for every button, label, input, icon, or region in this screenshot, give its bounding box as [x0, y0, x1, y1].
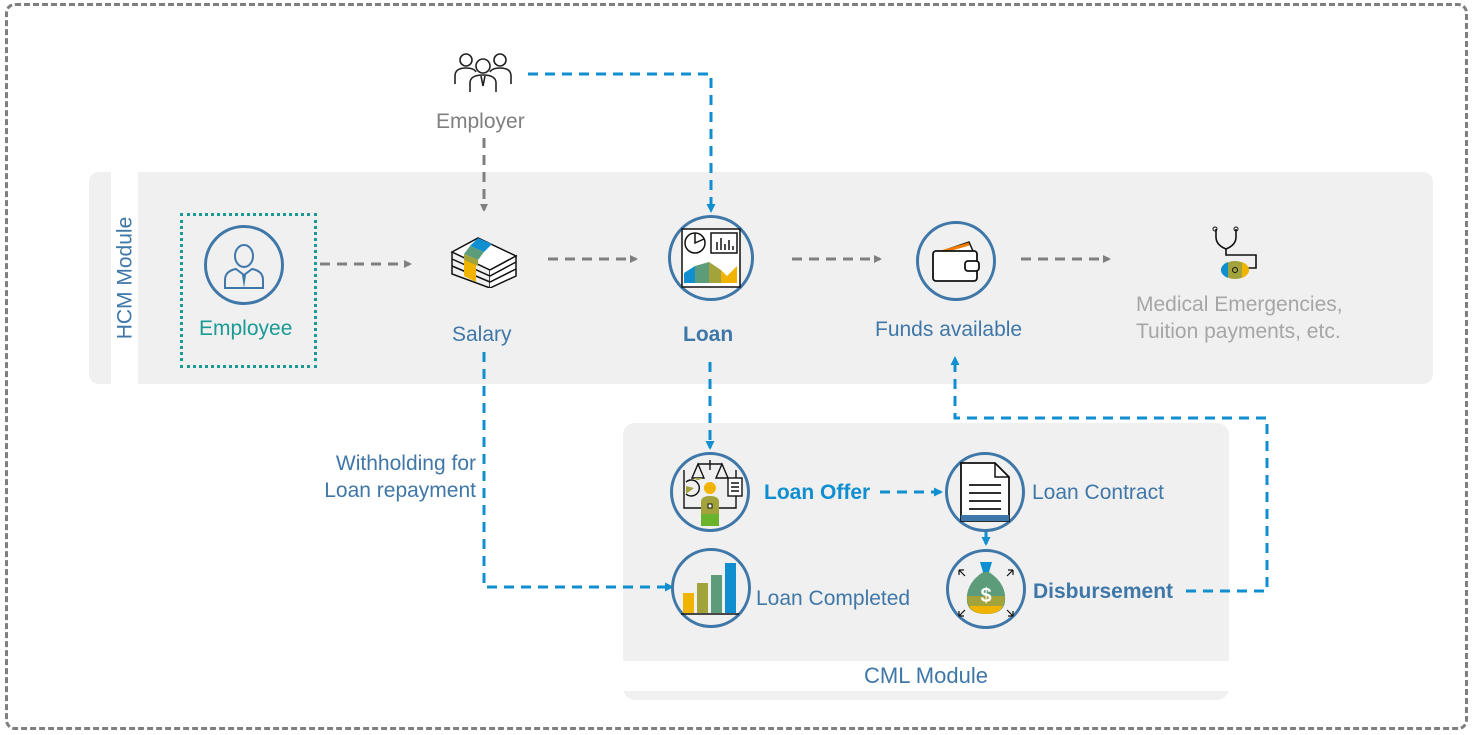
people-group-icon — [452, 50, 514, 96]
svg-text:$: $ — [980, 585, 991, 607]
cml-label-strip — [623, 661, 1229, 691]
edge-disbursement-funds — [950, 356, 1269, 593]
disbursement-label: Disbursement — [1033, 580, 1174, 603]
employee-node[interactable] — [204, 225, 284, 305]
loan-contract-node[interactable] — [945, 452, 1025, 532]
loan-contract-label: Loan Contract — [1032, 481, 1164, 504]
loan-offer-label: Loan Offer — [764, 481, 871, 504]
funds-node[interactable] — [916, 221, 996, 301]
disbursement-node[interactable]: $ — [946, 549, 1026, 629]
uses-label-line1: Medical Emergencies, — [1136, 293, 1343, 316]
wallet-icon — [932, 241, 980, 282]
withholding-line1: Withholding for — [335, 452, 476, 475]
scale-person-icon — [683, 460, 743, 526]
employer-label: Employer — [436, 110, 525, 133]
employee-box[interactable] — [180, 213, 317, 368]
loan-offer-node[interactable] — [670, 452, 750, 532]
money-stack-icon — [448, 232, 520, 290]
stethoscope-icon — [1212, 225, 1262, 283]
uses-label: Medical Emergencies, Tuition payments, e… — [1136, 291, 1343, 345]
bar-chart-icon — [681, 563, 739, 615]
cml-module-label: CML Module — [864, 663, 988, 688]
hcm-module-band — [89, 172, 1433, 384]
edge-employer-loan — [528, 72, 716, 213]
money-bag-icon: $ — [958, 562, 1014, 617]
dashboard-chart-icon — [681, 228, 741, 288]
employee-label: Employee — [199, 317, 293, 340]
salary-label: Salary — [452, 323, 512, 346]
loan-node[interactable] — [668, 215, 754, 301]
person-icon — [224, 244, 264, 289]
hcm-label-strip — [111, 172, 138, 384]
withholding-annotation: Withholding for Loan repayment — [312, 450, 476, 504]
loan-completed-label: Loan Completed — [756, 587, 911, 610]
outer-boundary — [5, 3, 1468, 730]
edge-salary-completed — [482, 352, 674, 592]
withholding-line2: Loan repayment — [324, 479, 476, 502]
loan-label: Loan — [683, 323, 734, 346]
uses-label-line2: Tuition payments, etc. — [1136, 320, 1341, 343]
document-icon — [960, 462, 1010, 522]
funds-label: Funds available — [875, 318, 1023, 341]
loan-completed-node[interactable] — [671, 548, 751, 628]
